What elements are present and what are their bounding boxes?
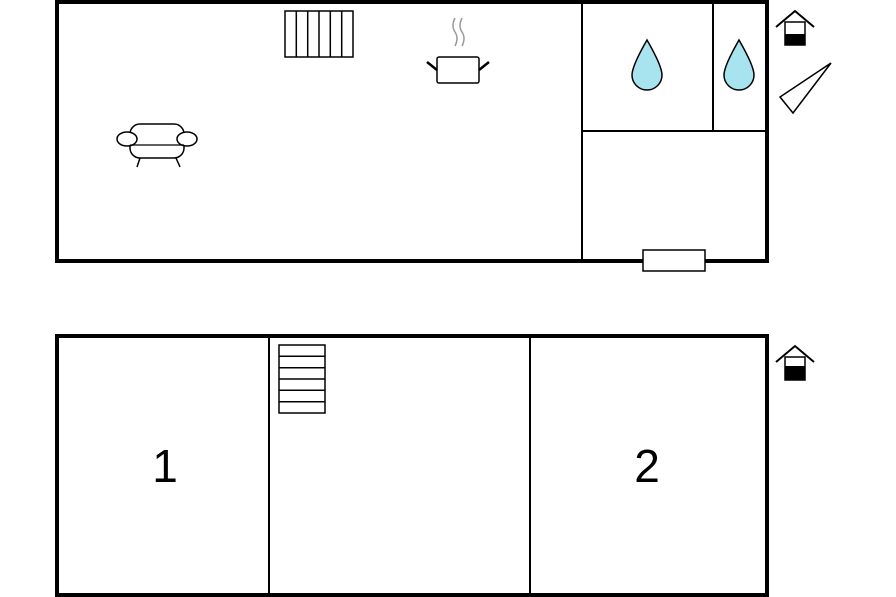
- upper-floor-plan: 1 2: [55, 334, 769, 597]
- water-drop-icon: [723, 38, 755, 91]
- cooking-pot-icon: [426, 17, 490, 84]
- upper-floor-outline: [55, 334, 769, 597]
- floor-level-icon: [775, 9, 815, 46]
- stairs-icon: [284, 10, 354, 58]
- floor-level-icon: [775, 344, 815, 381]
- door-icon: [642, 249, 706, 272]
- room-label-bedroom-2: 2: [634, 440, 660, 492]
- north-arrow-icon: [778, 62, 832, 115]
- water-drop-icon: [631, 38, 663, 91]
- ground-floor-plan: [55, 0, 769, 272]
- room-label-bedroom-1: 1: [152, 440, 178, 492]
- sofa-icon: [116, 123, 198, 168]
- stairs-icon: [278, 344, 326, 414]
